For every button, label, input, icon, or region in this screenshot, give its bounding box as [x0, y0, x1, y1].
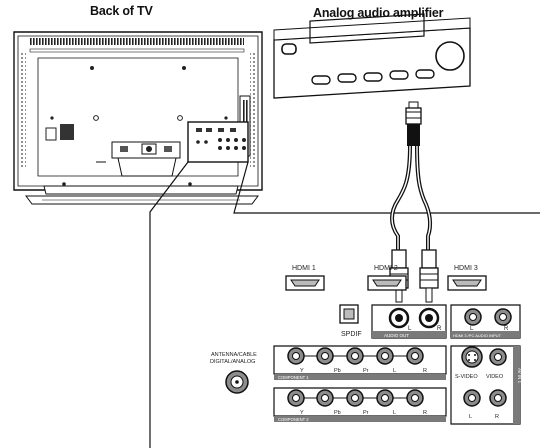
comp2-pb-label: Pb: [334, 410, 341, 416]
comp2-r-label: R: [423, 410, 427, 416]
hdmi-1-port: [285, 275, 325, 291]
pc-audio-l-label: L: [470, 326, 474, 332]
antenna-label-line1: ANTENNA/CABLE: [211, 352, 257, 358]
pc-audio-r-label: R: [504, 326, 509, 332]
audio-out-l-label: L: [408, 326, 412, 332]
av-in-1-group: [450, 345, 521, 425]
comp1-pb-label: Pb: [334, 368, 341, 374]
pc-audio-input-group: [450, 304, 521, 339]
comp1-y-label: Y: [300, 368, 304, 374]
amplifier-label: Analog audio amplifier: [313, 6, 444, 20]
av-in-1-label: AV IN 1: [517, 368, 522, 384]
audio-out-group: [371, 304, 447, 339]
hdmi-2-label: HDMI 2: [374, 265, 398, 272]
hdmi-3-port: [447, 275, 487, 291]
component-1-label: COMPONENT 1: [278, 375, 309, 380]
audio-out-r-label: R: [437, 326, 442, 332]
component-2-label: COMPONENT 2: [278, 417, 309, 422]
comp1-l-label: L: [393, 368, 396, 374]
spdif-port: [339, 304, 359, 324]
component-2-group: [273, 387, 447, 422]
rca-cable: [389, 101, 439, 303]
hdmi-2-port: [367, 275, 407, 291]
panel-labels: HDMI 1 HDMI 2 HDMI 3 SPDIF L R AUDIO OUT…: [210, 265, 522, 422]
antenna-port: [225, 370, 249, 394]
hdmi-3-label: HDMI 3: [454, 265, 478, 272]
av-in-l-label: L: [469, 414, 472, 420]
connector-panel: [225, 275, 521, 425]
callout-lines: [149, 161, 540, 448]
audio-out-label: AUDIO OUT: [384, 333, 409, 338]
tv-back: [13, 31, 263, 205]
component-1-group: [273, 345, 447, 380]
comp2-pr-label: Pr: [363, 410, 369, 416]
comp1-pr-label: Pr: [363, 368, 369, 374]
amplifier: [273, 13, 471, 99]
comp2-y-label: Y: [300, 410, 304, 416]
comp2-l-label: L: [393, 410, 396, 416]
spdif-label: SPDIF: [341, 331, 362, 338]
antenna-label-line2: DIGITAL/ANALOG: [210, 359, 255, 365]
svideo-label: S-VIDEO: [455, 374, 478, 380]
av-in-r-label: R: [495, 414, 499, 420]
pc-audio-input-label: HDMI 3 /PC AUDIO INPUT: [453, 333, 502, 338]
hdmi-1-label: HDMI 1: [292, 265, 316, 272]
back-of-tv-label: Back of TV: [90, 4, 153, 18]
video-label: VIDEO: [486, 374, 504, 380]
comp1-r-label: R: [423, 368, 427, 374]
